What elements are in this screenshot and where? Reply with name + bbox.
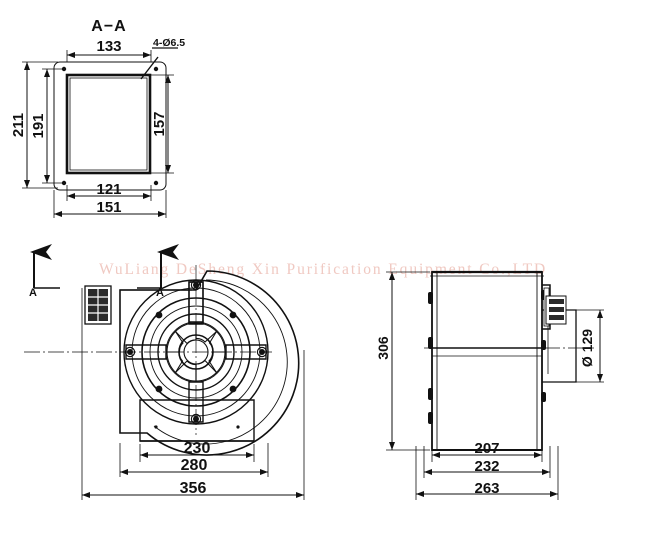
- dim-diameter-129: [570, 309, 604, 383]
- label-dim-230: 230: [184, 440, 211, 457]
- label-dim-191: 191: [30, 113, 47, 138]
- label-hole-callout: 4-Ø6.5: [153, 37, 185, 49]
- dim-151: [53, 190, 167, 218]
- label-section-arrow-right: A: [156, 287, 164, 299]
- section-title: A−A: [91, 18, 126, 35]
- label-dim-356: 356: [180, 480, 207, 497]
- label-dim-306: 306: [375, 336, 391, 360]
- label-dim-211: 211: [10, 113, 27, 137]
- label-dim-157: 157: [151, 111, 168, 136]
- label-dim-207: 207: [474, 440, 499, 457]
- dim-306: [386, 271, 430, 451]
- side-view-geometry: [424, 270, 594, 451]
- section-a-a-geometry: [53, 47, 178, 191]
- section-marker-right: [137, 244, 179, 289]
- label-dim-232: 232: [474, 458, 499, 475]
- label-dim-280: 280: [181, 457, 208, 474]
- section-marker-left: [30, 244, 60, 289]
- dim-191: [42, 68, 64, 184]
- dim-263: [415, 446, 559, 500]
- label-dim-diameter-129: Ø 129: [579, 329, 595, 367]
- dim-211: [22, 61, 58, 189]
- dim-157: [150, 74, 174, 174]
- label-dim-263: 263: [474, 480, 499, 497]
- label-dim-151: 151: [96, 199, 121, 216]
- label-section-arrow-left: A: [29, 287, 37, 299]
- dim-232: [423, 446, 551, 478]
- dim-280: [119, 443, 269, 477]
- label-dim-133: 133: [96, 38, 121, 55]
- label-dim-121: 121: [96, 181, 121, 198]
- dim-230: [139, 444, 255, 462]
- dim-121: [66, 185, 152, 201]
- dim-207: [431, 446, 543, 462]
- terminal-box: [84, 285, 112, 325]
- side-terminal-block: [545, 295, 567, 325]
- dim-356: [81, 288, 305, 500]
- dim-133: [66, 50, 152, 62]
- front-view-geometry: [24, 265, 300, 456]
